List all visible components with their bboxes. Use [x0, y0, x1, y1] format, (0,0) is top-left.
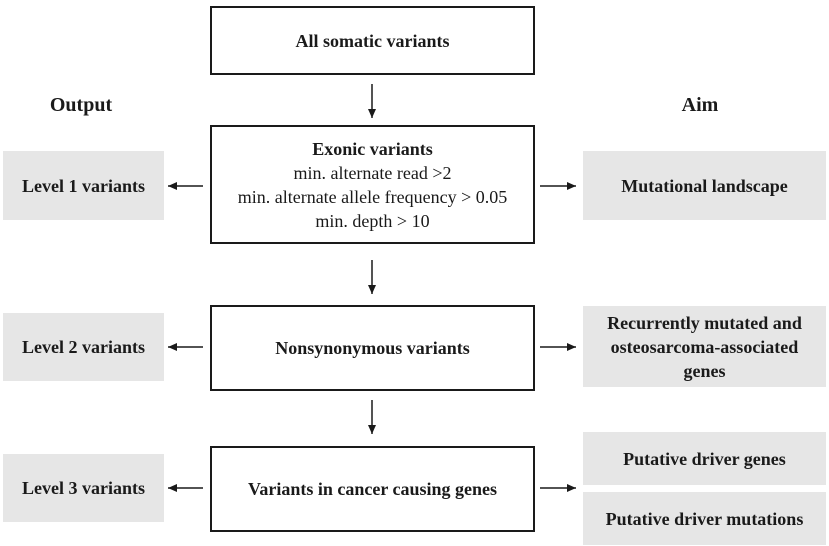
criterion-allele-frequency: min. alternate allele frequency > 0.05 [237, 186, 508, 207]
nonsynonymous-variants-box: Nonsynonymous variants [210, 305, 535, 391]
level-2-variants-label: Level 2 variants [22, 337, 145, 357]
recurrent-genes-line-1: Recurrently mutated and [607, 312, 802, 333]
level-3-variants-label: Level 3 variants [22, 478, 145, 498]
exonic-variants-box: Exonic variants min. alternate read >2 m… [210, 125, 535, 244]
level-1-variants-box: Level 1 variants [3, 151, 164, 220]
putative-driver-mutations-box: Putative driver mutations [583, 492, 826, 545]
exonic-variants-title: Exonic variants [312, 138, 433, 159]
mutational-landscape-box: Mutational landscape [583, 151, 826, 220]
cancer-genes-variants-box: Variants in cancer causing genes [210, 446, 535, 532]
mutational-landscape-label: Mutational landscape [621, 175, 788, 196]
criterion-alternate-read: min. alternate read >2 [293, 162, 452, 183]
all-somatic-variants-box: All somatic variants [210, 6, 535, 75]
nonsynonymous-variants-label: Nonsynonymous variants [275, 338, 470, 358]
aim-heading: Aim [681, 94, 719, 116]
level-3-variants-box: Level 3 variants [3, 454, 164, 522]
all-somatic-variants-label: All somatic variants [295, 30, 450, 51]
level-1-variants-label: Level 1 variants [22, 175, 145, 196]
level-2-variants-box: Level 2 variants [3, 313, 164, 381]
recurrent-genes-line-3: genes [683, 360, 726, 381]
cancer-genes-variants-label: Variants in cancer causing genes [247, 479, 497, 499]
putative-driver-genes-label: Putative driver genes [623, 448, 786, 469]
recurrent-genes-line-2: osteosarcoma-associated [610, 336, 799, 357]
putative-driver-mutations-label: Putative driver mutations [605, 508, 804, 529]
recurrent-genes-box: Recurrently mutated and osteosarcoma-ass… [583, 306, 826, 387]
criterion-depth: min. depth > 10 [315, 210, 430, 231]
output-heading: Output [49, 94, 113, 116]
putative-driver-genes-box: Putative driver genes [583, 432, 826, 485]
